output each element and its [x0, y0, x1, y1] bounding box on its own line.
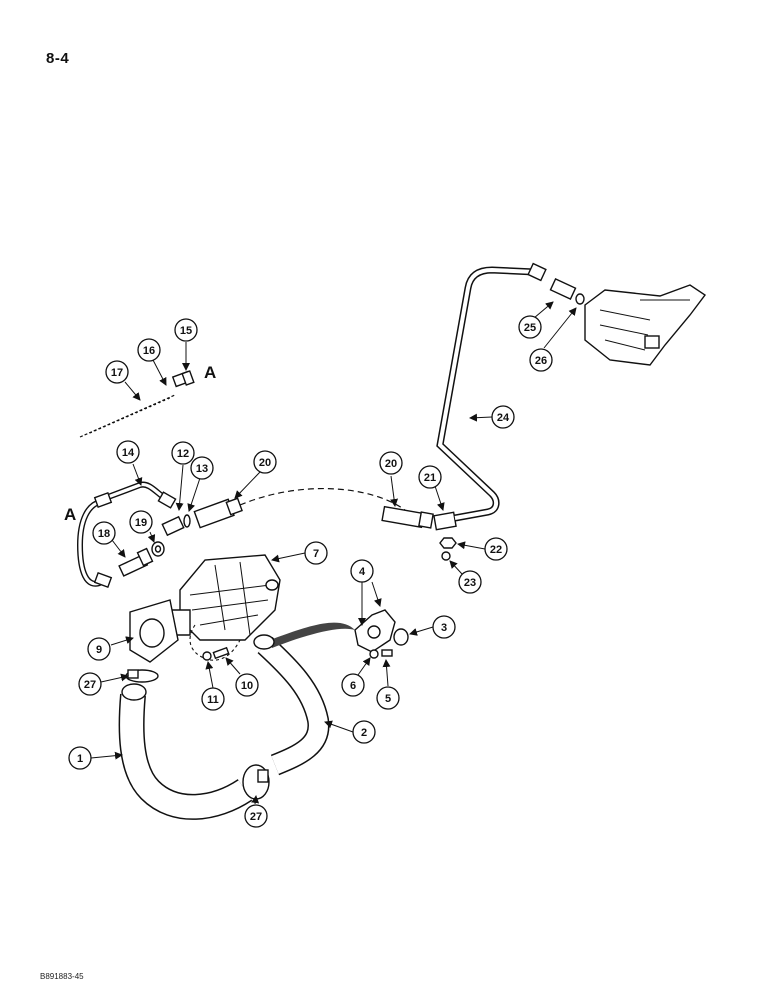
svg-text:20: 20 [385, 458, 397, 470]
coupler-20-left [193, 497, 243, 529]
svg-text:17: 17 [111, 367, 123, 379]
leader-lines [90, 301, 577, 805]
callout-20-right: 20 [379, 451, 403, 475]
svg-text:27: 27 [250, 811, 262, 823]
gasket-9 [129, 599, 179, 663]
tube-24 [436, 262, 547, 522]
callout-19: 19 [129, 510, 153, 534]
coupler-20-right [381, 505, 434, 529]
fitting-group-upper [79, 370, 195, 438]
nut-22 [439, 537, 457, 549]
o-ring-26 [575, 293, 585, 305]
callout-16: 16 [137, 338, 161, 362]
svg-text:25: 25 [524, 322, 536, 334]
svg-text:2: 2 [361, 727, 367, 739]
callout-14: 14 [116, 440, 140, 464]
clamp-27-bottom [242, 764, 270, 800]
callout-5: 5 [376, 686, 400, 710]
svg-text:22: 22 [490, 544, 502, 556]
callout-12: 12 [171, 441, 195, 465]
washer-19 [151, 541, 165, 557]
svg-text:12: 12 [177, 448, 189, 460]
fitting-18 [118, 547, 154, 577]
svg-text:16: 16 [143, 345, 155, 357]
svg-text:3: 3 [441, 622, 447, 634]
svg-text:9: 9 [96, 644, 102, 656]
callout-6: 6 [341, 673, 365, 697]
flange-4 [354, 609, 396, 653]
gear-pump-7 [171, 554, 281, 641]
callout-2: 2 [352, 720, 376, 744]
svg-text:26: 26 [535, 355, 547, 367]
svg-text:27: 27 [84, 679, 96, 691]
svg-text:10: 10 [241, 680, 253, 692]
washer-11 [202, 651, 212, 661]
o-ring-3 [393, 628, 409, 646]
callout-1: 1 [68, 746, 92, 770]
callout-24: 24 [491, 405, 515, 429]
page-number: 8-4 [46, 50, 70, 67]
ref-letter-a-top: A [204, 363, 216, 382]
fittings-12-13 [161, 514, 191, 537]
svg-text:24: 24 [497, 412, 510, 424]
callout-15: 15 [174, 318, 198, 342]
clamp-27-top [125, 669, 159, 683]
callout-9: 9 [87, 637, 111, 661]
callout-10: 10 [235, 673, 259, 697]
svg-text:15: 15 [180, 325, 192, 337]
callout-13: 13 [190, 456, 214, 480]
callout-7: 7 [304, 541, 328, 565]
svg-text:23: 23 [464, 577, 476, 589]
ref-letter-a-left: A [64, 505, 76, 524]
hose-1 [118, 683, 253, 820]
callout-22: 22 [484, 537, 508, 561]
svg-text:18: 18 [98, 528, 110, 540]
fitting-21 [433, 511, 457, 531]
svg-text:5: 5 [385, 693, 391, 705]
svg-text:6: 6 [350, 680, 356, 692]
washer-6 [369, 649, 379, 659]
svg-text:20: 20 [259, 457, 271, 469]
callout-27-top: 27 [78, 672, 102, 696]
svg-text:13: 13 [196, 463, 208, 475]
fitting-25 [549, 277, 577, 301]
callout-4: 4 [350, 559, 374, 583]
svg-text:1: 1 [77, 753, 83, 765]
svg-text:11: 11 [207, 694, 219, 706]
figure-code: B891883-45 [40, 972, 84, 981]
callout-11: 11 [201, 687, 225, 711]
callout-17: 17 [105, 360, 129, 384]
callout-21: 21 [418, 465, 442, 489]
svg-text:21: 21 [424, 472, 436, 484]
svg-text:14: 14 [122, 447, 135, 459]
svg-text:4: 4 [359, 566, 366, 578]
callout-3: 3 [432, 615, 456, 639]
callout-27-bottom: 27 [244, 804, 268, 828]
callout-23: 23 [458, 570, 482, 594]
bolt-10 [212, 646, 230, 660]
svg-text:7: 7 [313, 548, 319, 560]
bolt-5 [381, 649, 393, 657]
callout-25: 25 [518, 315, 542, 339]
control-valve [584, 284, 707, 366]
callout-20-left: 20 [253, 450, 277, 474]
svg-text:19: 19 [135, 517, 147, 529]
washer-23 [441, 551, 451, 561]
callout-26: 26 [529, 348, 553, 372]
hose-2 [253, 622, 355, 776]
callout-18: 18 [92, 521, 116, 545]
